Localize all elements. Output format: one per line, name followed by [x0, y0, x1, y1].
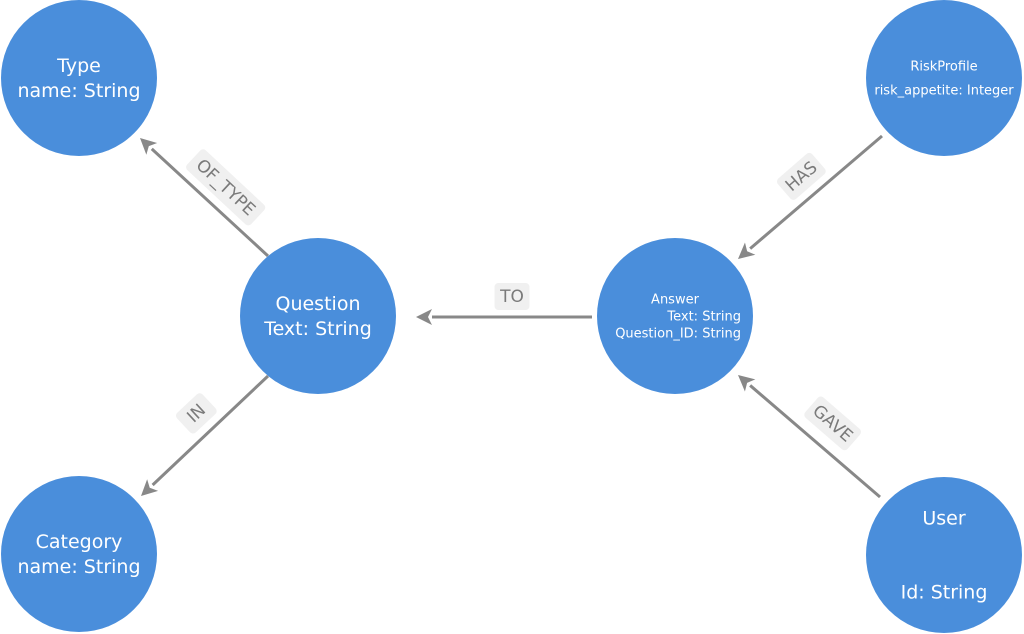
edge-has[interactable]: HAS: [738, 134, 883, 259]
node-title: Category: [36, 531, 123, 553]
arrowhead-icon: [416, 309, 432, 325]
arrowhead-icon: [738, 375, 756, 392]
edge-label-text: OF_TYPE: [192, 155, 259, 220]
node-title: Answer: [651, 293, 700, 308]
node-property: name: String: [17, 556, 140, 578]
node-circle: [597, 238, 753, 394]
edge-label-background: [175, 393, 217, 434]
node-property: risk_appetite: Integer: [874, 84, 1014, 99]
edge-label: GAVE: [804, 396, 862, 451]
node-circle: [1, 476, 157, 632]
node-property: Text: String: [263, 318, 372, 340]
edge-label-background: [804, 396, 862, 451]
edge-label: HAS: [776, 152, 826, 200]
edge-label-background: [186, 149, 266, 226]
arrowhead-icon: [141, 479, 159, 496]
edge-label-text: TO: [499, 287, 524, 307]
edge-line: [749, 134, 883, 250]
node-riskprofile[interactable]: RiskProfile risk_appetite: Integer: [866, 0, 1022, 156]
edge-label-background: [776, 152, 826, 200]
node-title: User: [922, 508, 965, 530]
edge-line: [749, 384, 881, 499]
edge-in[interactable]: IN: [141, 374, 270, 496]
node-property: name: String: [17, 80, 140, 102]
node-title: RiskProfile: [910, 60, 977, 75]
node-title: Question: [276, 293, 361, 315]
edge-line: [150, 147, 270, 258]
edge-of-type[interactable]: OF_TYPE: [140, 138, 270, 258]
edge-gave[interactable]: GAVE: [738, 375, 881, 499]
node-property: Text: String: [666, 310, 741, 325]
arrowhead-icon: [140, 138, 158, 155]
edge-line: [151, 374, 270, 487]
node-circle: [240, 238, 396, 394]
node-title: Type: [56, 55, 101, 77]
arrowhead-icon: [738, 242, 756, 259]
node-property: Id: String: [901, 582, 988, 604]
node-property: Question_ID: String: [615, 327, 741, 342]
edge-label: IN: [175, 393, 217, 434]
node-circle: [866, 0, 1022, 156]
edge-label-background: [494, 283, 530, 310]
edge-label: TO: [494, 283, 530, 310]
node-circle: [866, 477, 1022, 633]
node-circle: [1, 0, 157, 156]
node-category[interactable]: Category name: String: [1, 476, 157, 632]
node-type[interactable]: Type name: String: [1, 0, 157, 156]
edge-to[interactable]: TO: [416, 283, 592, 325]
